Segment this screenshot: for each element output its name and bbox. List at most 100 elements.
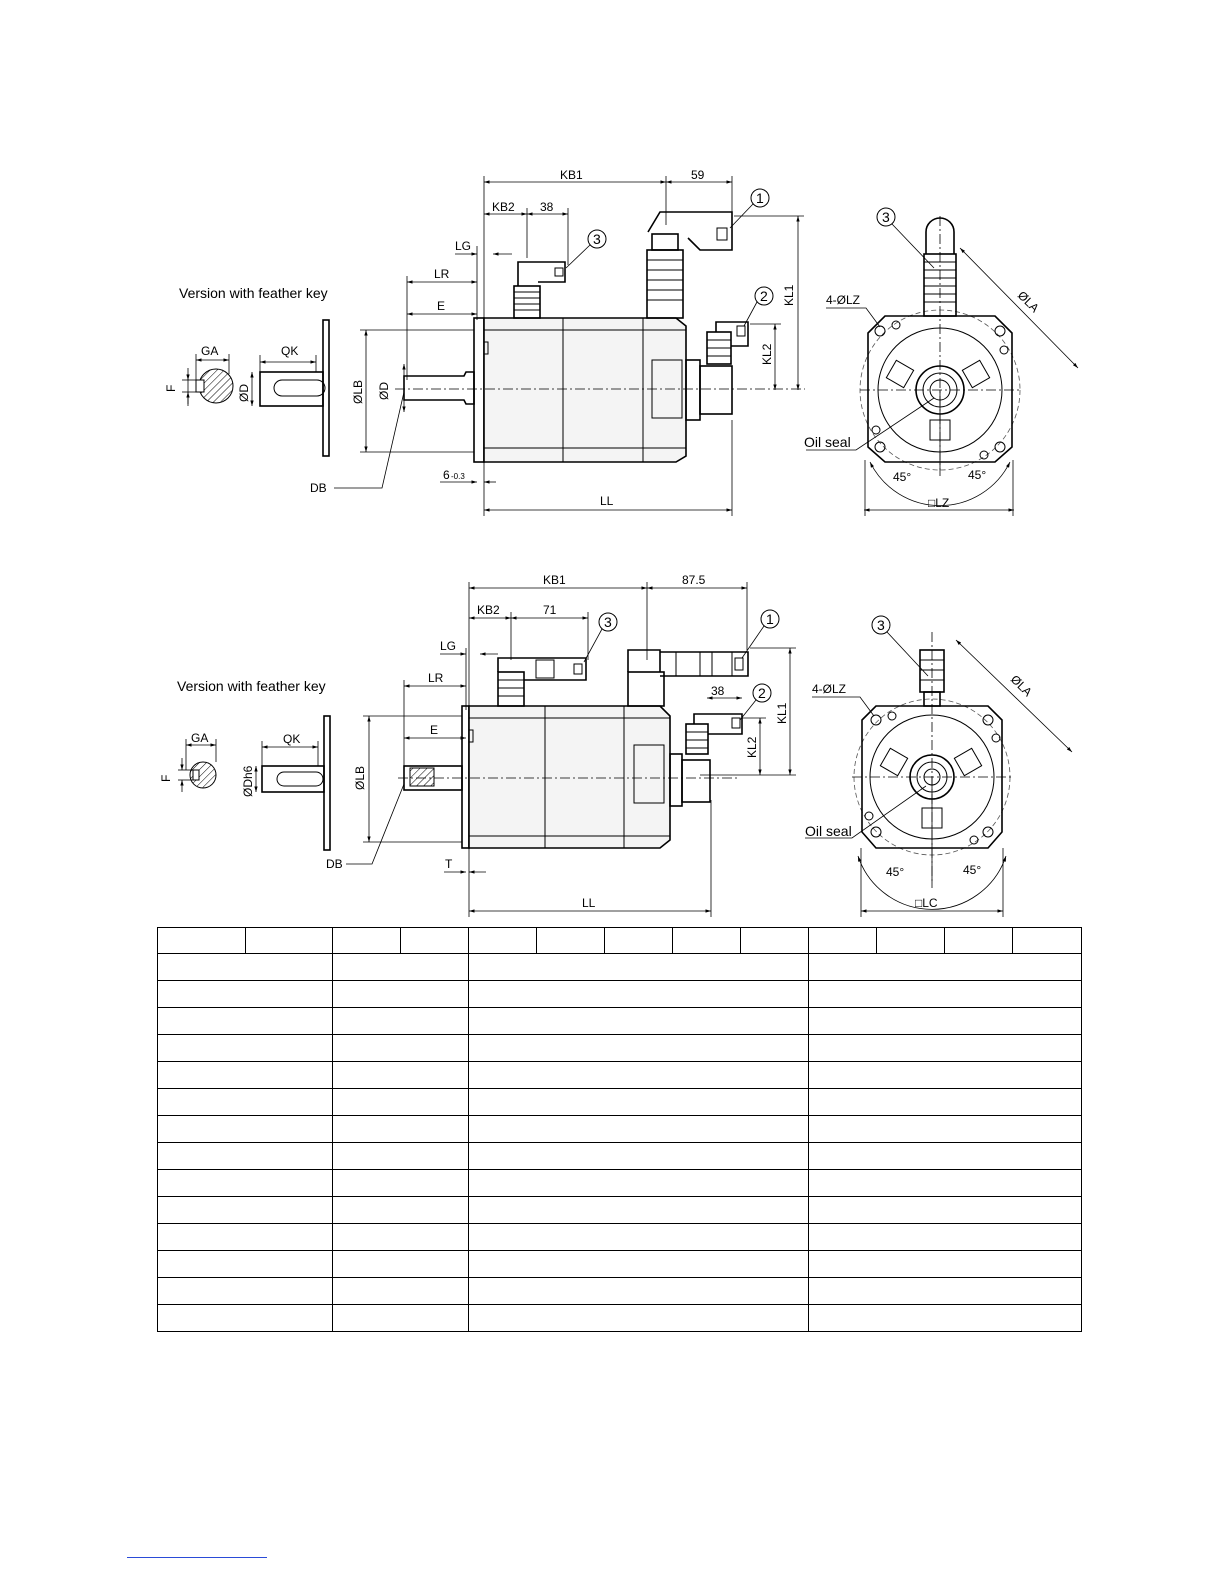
- table-cell: [876, 927, 945, 954]
- table-cell: [468, 1142, 809, 1170]
- table-cell: [808, 1007, 1082, 1035]
- bottom-38-label: 38: [711, 684, 725, 698]
- top-od-shaft-label: ØD: [377, 382, 391, 400]
- table-row: [157, 1142, 1082, 1170]
- bottom-f-label: F: [159, 775, 173, 782]
- top-od-label: ØD: [237, 384, 251, 402]
- bottom-flange-callout-3: 3: [877, 617, 885, 633]
- bottom-side-view: Version with feather key KB1 87.5 KB2 71…: [159, 573, 796, 917]
- table-cell: [157, 1142, 333, 1170]
- table-cell: [468, 1196, 809, 1224]
- top-kl1-label: KL1: [782, 284, 796, 306]
- top-59-label: 59: [691, 168, 705, 182]
- table-cell: [332, 1007, 469, 1035]
- table-cell: [157, 927, 246, 954]
- top-caption: Version with feather key: [179, 285, 328, 301]
- table-cell: [157, 1088, 333, 1116]
- top-db-label: DB: [310, 481, 327, 495]
- table-cell: [332, 1142, 469, 1170]
- table-cell: [468, 1223, 809, 1251]
- table-cell: [468, 953, 809, 981]
- top-flange-square-label: □LZ: [928, 496, 949, 510]
- table-cell: [245, 927, 333, 954]
- table-cell: [468, 1034, 809, 1062]
- bottom-flange-angle-2: 45°: [963, 863, 981, 877]
- bottom-71-label: 71: [543, 603, 557, 617]
- bottom-caption: Version with feather key: [177, 678, 326, 694]
- table-cell: [808, 1061, 1082, 1089]
- table-cell: [332, 1034, 469, 1062]
- table-cell: [468, 1304, 809, 1332]
- top-ll-label: LL: [600, 494, 614, 508]
- top-flange-angle-2: 45°: [968, 468, 986, 482]
- table-cell: [808, 927, 877, 954]
- table-row: [157, 1277, 1082, 1305]
- top-flange-oil-seal: Oil seal: [804, 434, 851, 450]
- table-row: [157, 980, 1082, 1008]
- bottom-875-label: 87.5: [682, 573, 706, 587]
- bottom-kl1-label: KL1: [775, 702, 789, 724]
- top-flange-view: 3 4-ØLZ ØLA Oil seal 45° 45° □LZ: [804, 207, 1079, 516]
- table-row: [157, 1250, 1082, 1278]
- table-cell: [468, 1250, 809, 1278]
- table-cell: [157, 1034, 333, 1062]
- table-cell: [808, 1115, 1082, 1143]
- bottom-e-label: E: [430, 723, 438, 737]
- table-cell: [157, 1277, 333, 1305]
- table-cell: [808, 1034, 1082, 1062]
- table-row: [157, 1196, 1082, 1224]
- table-cell: [468, 1169, 809, 1197]
- bottom-lr-label: LR: [428, 671, 444, 685]
- table-body: [157, 953, 1082, 1332]
- table-cell: [808, 1250, 1082, 1278]
- table-cell: [468, 1088, 809, 1116]
- bottom-callout-2: 2: [758, 685, 766, 701]
- table-cell: [332, 1196, 469, 1224]
- table-cell: [468, 1277, 809, 1305]
- table-row: [157, 1115, 1082, 1143]
- table-cell: [157, 1007, 333, 1035]
- bottom-olb-label: ØLB: [353, 766, 367, 790]
- table-cell: [808, 1142, 1082, 1170]
- table-cell: [944, 927, 1013, 954]
- top-callout-2: 2: [760, 288, 768, 304]
- bottom-callout-3: 3: [604, 614, 612, 630]
- top-kl2-label: KL2: [760, 343, 774, 365]
- bottom-kb1-label: KB1: [543, 573, 566, 587]
- bottom-flange-square-label: □LC: [915, 896, 938, 910]
- table-cell: [808, 1223, 1082, 1251]
- table-row: [157, 1088, 1082, 1116]
- table-row: [157, 1061, 1082, 1089]
- bottom-db-label: DB: [326, 857, 343, 871]
- table-cell: [468, 980, 809, 1008]
- bottom-kl2-label: KL2: [745, 736, 759, 758]
- bottom-t-label: T: [445, 857, 453, 871]
- table-cell: [468, 1061, 809, 1089]
- table-row: [157, 1034, 1082, 1062]
- top-lg-label: LG: [455, 239, 471, 253]
- top-olb-label: ØLB: [351, 380, 365, 404]
- table-cell: [808, 980, 1082, 1008]
- table-cell: [468, 1007, 809, 1035]
- table-cell: [808, 1304, 1082, 1332]
- top-side-view: Version with feather key KB1 59 KB2 38 L…: [164, 168, 805, 516]
- table-cell: [808, 1196, 1082, 1224]
- table-row: [157, 953, 1082, 981]
- top-ga-label: GA: [201, 344, 218, 358]
- top-callout-1: 1: [756, 190, 764, 206]
- table-cell: [332, 1250, 469, 1278]
- table-cell: [808, 1169, 1082, 1197]
- table-cell: [332, 927, 401, 954]
- table-cell: [808, 1088, 1082, 1116]
- top-flange-la-label: ØLA: [1015, 288, 1042, 315]
- dimension-drawings: Version with feather key KB1 59 KB2 38 L…: [159, 168, 1079, 917]
- bottom-flange-view: 3 4-ØLZ ØLA Oil seal 45° 45° □LC: [805, 615, 1073, 917]
- table-cell: [672, 927, 741, 954]
- bottom-ll-label: LL: [582, 896, 596, 910]
- table-cell: [157, 1196, 333, 1224]
- table-header-row: [157, 927, 1082, 954]
- bottom-flange-oil-seal: Oil seal: [805, 823, 852, 839]
- table-cell: [1012, 927, 1082, 954]
- table-cell: [157, 1250, 333, 1278]
- footer-link-underline[interactable]: [127, 1557, 267, 1558]
